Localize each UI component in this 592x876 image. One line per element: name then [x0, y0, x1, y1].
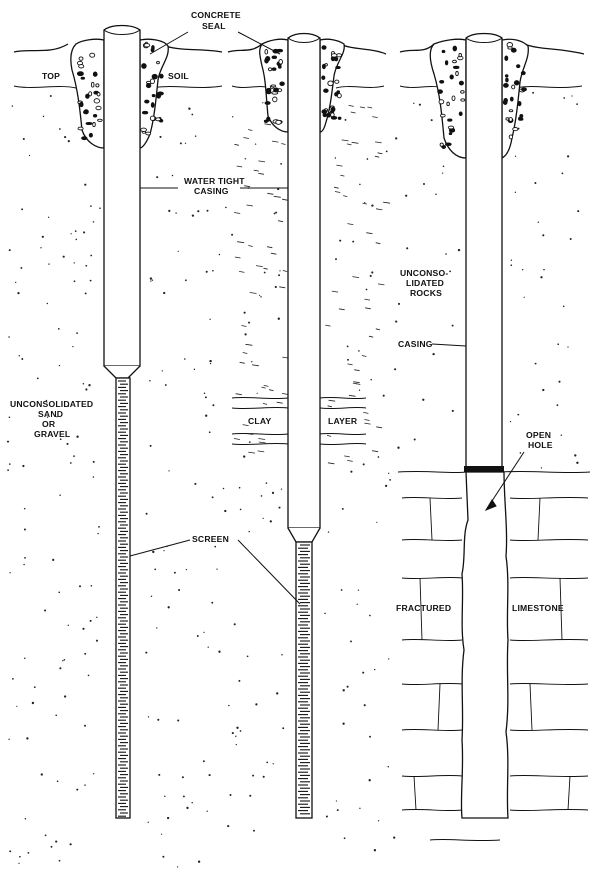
reducer-2 — [287, 527, 321, 543]
casing-1-top — [103, 29, 141, 35]
label-sand: SAND — [38, 409, 63, 419]
concrete-aggregate-1 — [76, 41, 164, 141]
leader-open-hole-arrowhead — [484, 499, 497, 512]
screen-slots-1 — [118, 380, 128, 817]
leader-open-hole — [489, 451, 525, 505]
label-clay: CLAY — [248, 416, 271, 426]
concrete-aggregate-3 — [437, 42, 527, 149]
label-lidated: LIDATED — [406, 278, 444, 288]
bedrock-surface — [397, 470, 591, 474]
label-unconso: UNCONSO- — [400, 268, 448, 278]
leader-concrete-1 — [149, 31, 189, 55]
screen-2 — [295, 541, 313, 819]
casing-1 — [103, 24, 141, 367]
label-concrete: CONCRETE — [191, 10, 241, 20]
sediment-speckle — [6, 91, 580, 868]
bedrock-bottom — [429, 838, 501, 842]
casing-2-top — [287, 37, 321, 43]
well-1 — [13, 24, 223, 819]
label-water-tight-casing: CASING — [194, 186, 229, 196]
leader-concrete-2 — [237, 31, 281, 55]
well-2 — [227, 32, 387, 819]
limestone-bedding — [401, 496, 589, 812]
label-limestone: LIMESTONE — [512, 603, 564, 613]
label-open: OPEN — [526, 430, 551, 440]
open-hole — [460, 471, 509, 819]
casing-3 — [465, 32, 503, 471]
screen-1 — [115, 377, 131, 819]
label-seal: SEAL — [202, 21, 226, 31]
leader-casing-3 — [431, 343, 467, 347]
label-or: OR — [42, 419, 56, 429]
leader-lines — [129, 31, 525, 605]
label-unconsolidated: UNCONSOLIDATED — [10, 399, 93, 409]
label-water-tight: WATER TIGHT — [184, 176, 245, 186]
reducer-1 — [103, 365, 141, 379]
labels: CONCRETE SEAL TOP SOIL WATER TIGHT CASIN… — [10, 10, 564, 613]
casing-2 — [287, 32, 321, 529]
casing-shoe — [464, 466, 504, 472]
label-soil: SOIL — [168, 71, 189, 81]
concrete-aggregate-2 — [263, 45, 342, 125]
label-top: TOP — [42, 71, 60, 81]
label-hole: HOLE — [528, 440, 553, 450]
leader-screen-2 — [237, 539, 301, 605]
casing-3-top — [465, 37, 503, 43]
label-layer: LAYER — [328, 416, 358, 426]
label-rocks: ROCKS — [410, 288, 442, 298]
label-fractured: FRACTURED — [396, 603, 451, 613]
label-gravel: GRAVEL — [34, 429, 70, 439]
leader-screen-1 — [129, 539, 191, 557]
label-casing: CASING — [398, 339, 433, 349]
clay-layer — [231, 396, 367, 446]
screen-slots-2 — [298, 544, 310, 815]
label-screen: SCREEN — [192, 534, 229, 544]
well-3 — [397, 32, 591, 842]
